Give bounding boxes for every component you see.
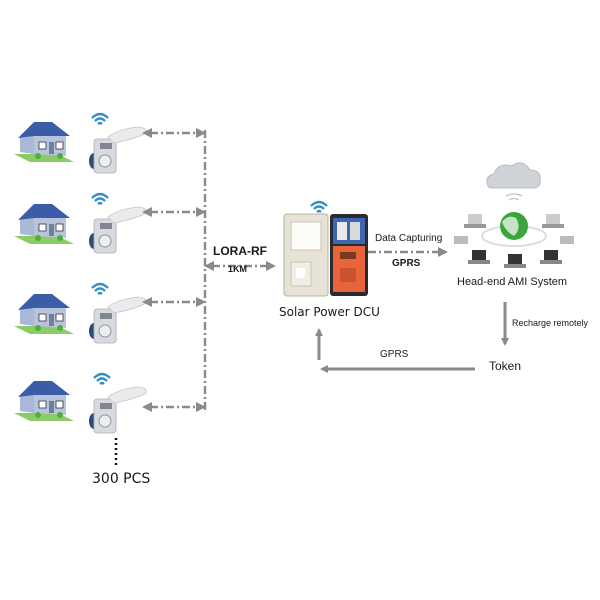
gprs-token-label: GPRS <box>380 349 409 360</box>
house-3 <box>13 293 75 335</box>
lora-rf-label: LORA-RF <box>213 244 267 258</box>
meter-count-label: 300 PCS <box>92 471 151 487</box>
meter-4 <box>88 386 147 434</box>
token-label: Token <box>489 359 522 373</box>
meter-3 <box>88 296 147 344</box>
house-2 <box>13 203 75 245</box>
house-1 <box>13 121 75 163</box>
meter-2 <box>88 206 147 254</box>
wifi-icon <box>309 200 329 214</box>
gprs-capture-label: GPRS <box>392 258 421 269</box>
wifi-icon <box>90 192 110 206</box>
meter-1 <box>88 126 147 174</box>
wifi-icon <box>92 372 112 386</box>
headend-label: Head-end AMI System <box>457 276 568 288</box>
house-4 <box>13 380 75 422</box>
dcu-device <box>283 213 368 297</box>
wifi-icon <box>90 282 110 296</box>
dcu-label: Solar Power DCU <box>279 305 380 319</box>
recharge-label: Recharge remotely <box>512 318 589 328</box>
wifi-icon <box>90 112 110 126</box>
lora-range-label: 1KM <box>228 264 248 274</box>
data-capturing-label: Data Capturing <box>375 233 443 244</box>
headend-system <box>454 162 574 268</box>
